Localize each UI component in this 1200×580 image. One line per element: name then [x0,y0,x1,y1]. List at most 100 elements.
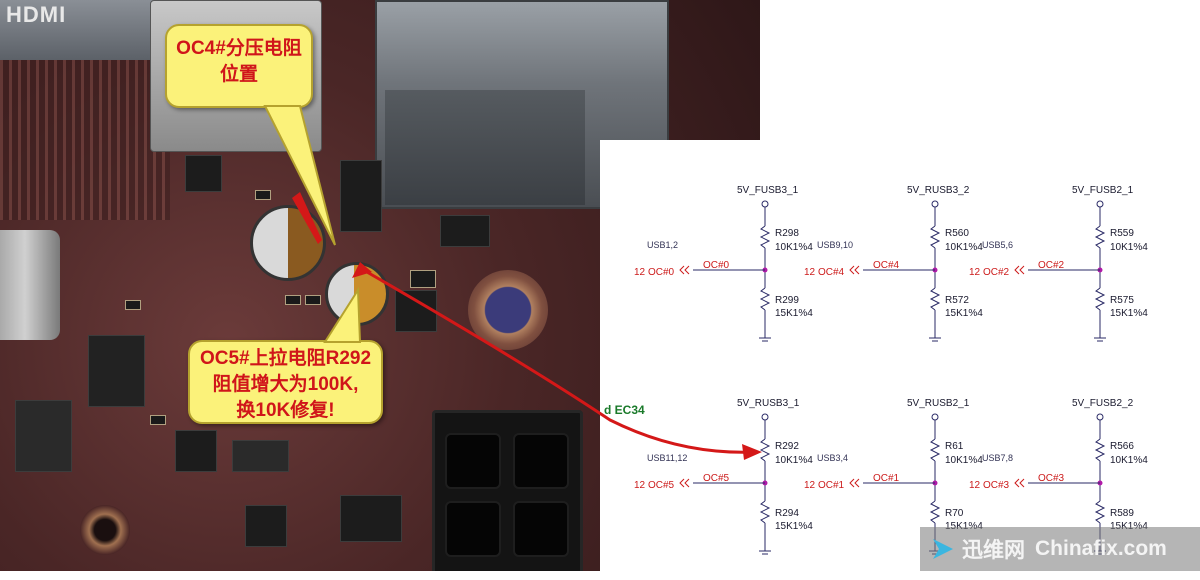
ic-chip [245,505,287,547]
electrolytic-capacitor [0,230,60,340]
oc-pin: 12 [804,267,816,278]
oc-off-page: OC#5 [648,480,675,491]
oc-pin: 12 [634,480,646,491]
resistor-value: 10K1%4 [775,242,813,253]
resistor-ref: R61 [945,441,964,452]
mounting-hole [468,270,548,350]
smd-component [285,295,301,305]
polymer-capacitor-left [250,205,326,281]
watermark-en: Chinafix.com [1035,537,1167,560]
resistor-ref: R70 [945,508,964,519]
mounting-hole-lower [80,505,130,555]
resistor-bottom [929,287,941,311]
callout-text: OC5#上拉电阻R292 [199,348,372,369]
pcb-traces [0,60,170,220]
connector-pin [445,501,501,557]
resistor-value: 10K1%4 [775,455,813,466]
oc-off-page: OC#1 [818,480,845,491]
usb-port-label: USB1,2 [647,240,679,250]
off-page-connector [854,478,860,488]
off-page-connector [1014,478,1020,488]
resistor-ref: R559 [1110,228,1134,239]
watermark: 迅维网 Chinafix.com [920,527,1200,571]
usb-port-label: USB9,10 [817,240,854,250]
oc-net-label: OC#1 [873,473,900,484]
mosfet [88,335,145,407]
rail-label: 5V_FUSB2_1 [1072,185,1134,196]
off-page-connector [679,478,685,488]
watermark-cn: 迅维网 [962,539,1025,562]
resistor-bottom [929,500,941,524]
resistor-bottom [759,500,771,524]
power-node [761,200,769,208]
resistor-ref: R589 [1110,508,1134,519]
resistor-bottom [1094,287,1106,311]
resistor-top [759,225,771,249]
hdmi-port: HDMI [0,0,165,60]
off-page-connector [684,478,690,488]
connector-pin [513,501,569,557]
resistor-value: 15K1%4 [945,308,983,319]
power-node [931,413,939,421]
resistor-top [929,225,941,249]
rail-label: 5V_RUSB3_1 [737,398,800,409]
resistor-ref: R292 [775,441,799,452]
usb-port-label: USB5,6 [982,240,1014,250]
rail-label: 5V_RUSB3_2 [907,185,970,196]
smd-component [410,270,436,288]
power-node [1096,413,1104,421]
rail-label: 5V_RUSB2_1 [907,398,970,409]
off-page-connector [1014,265,1020,275]
power-node [1096,200,1104,208]
smd-component [150,415,166,425]
power-node [931,200,939,208]
oc-net-label: OC#3 [1038,473,1065,484]
oc-off-page: OC#4 [818,267,845,278]
rail-label: 5V_FUSB2_2 [1072,398,1134,409]
resistor-ref: R572 [945,295,969,306]
resistor-ref: R575 [1110,295,1134,306]
resistor-top [759,438,771,462]
resistor-ref: R566 [1110,441,1134,452]
smd-component [305,295,321,305]
oc-net-label: OC#0 [703,260,730,271]
resistor-ref: R299 [775,295,799,306]
power-node [761,413,769,421]
chinafix-logo-icon [933,539,953,559]
oc-net-label: OC#2 [1038,260,1065,271]
resistor-value: 15K1%4 [1110,521,1148,532]
oc-pin: 12 [804,480,816,491]
usb-connector-body [385,90,585,205]
smd-component [255,190,271,200]
oc-pin: 12 [969,480,981,491]
oc-pin: 12 [969,267,981,278]
resistor-value: 10K1%4 [1110,455,1148,466]
resistor-bottom [1094,500,1106,524]
resistor-value: 10K1%4 [945,455,983,466]
callout-oc4-divider: OC4#分压电阻 位置 [165,24,313,108]
oc-off-page: OC#2 [983,267,1010,278]
polymer-capacitor-right [325,262,389,326]
off-page-connector [854,265,860,275]
resistor-value: 15K1%4 [775,308,813,319]
ic-chip [340,495,402,542]
callout-text: OC4#分压电阻 [176,38,302,59]
off-page-connector [849,478,855,488]
off-page-connector [1019,265,1025,275]
resistor-top [1094,438,1106,462]
ic-chip [395,290,437,332]
off-page-connector [849,265,855,275]
callout-text: 阻值增大为100K, [212,374,359,395]
usb-port-label: USB7,8 [982,453,1014,463]
resistor-ref: R560 [945,228,969,239]
jumper-header [232,440,289,472]
resistor-ref: R298 [775,228,799,239]
hdmi-silkscreen: HDMI [6,2,67,27]
ic-chip [175,430,217,472]
callout-text: 换10K修复! [236,400,335,421]
oc-off-page: OC#0 [648,267,675,278]
resistor-value: 15K1%4 [945,521,983,532]
off-page-connector [679,265,685,275]
off-page-connector [1019,478,1025,488]
resistor-value: 15K1%4 [775,521,813,532]
